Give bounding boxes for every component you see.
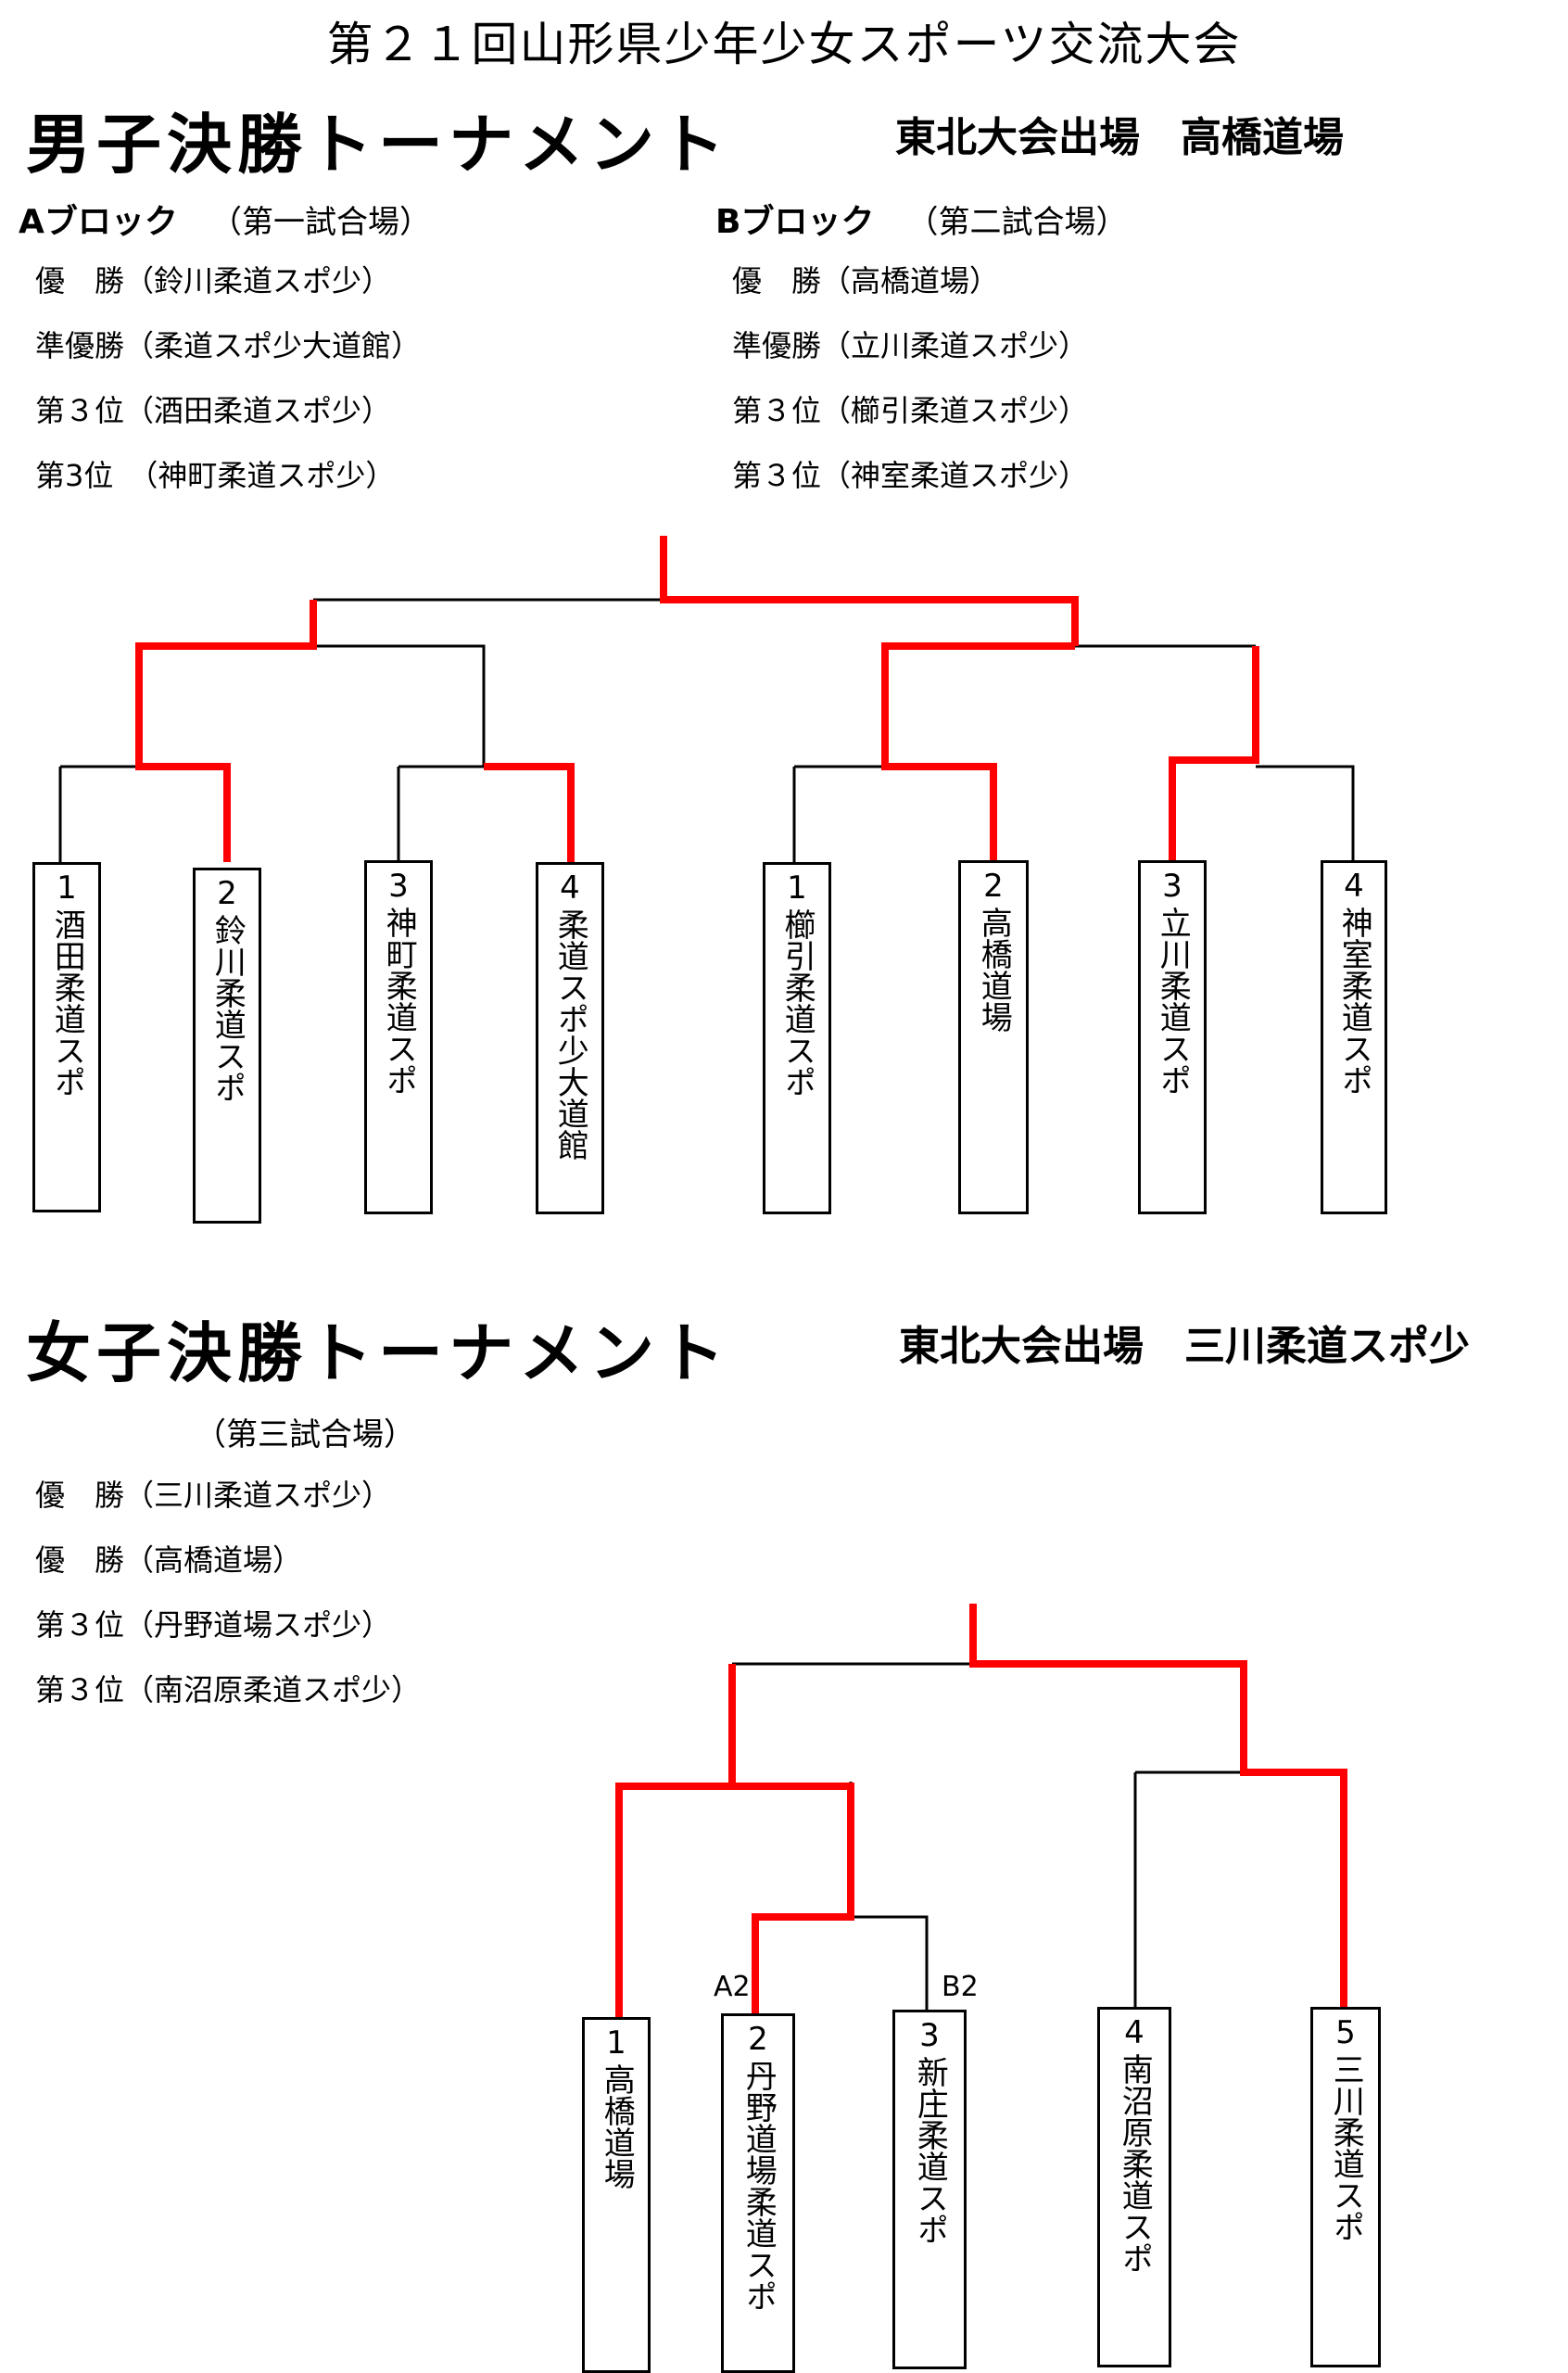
block-b-result-2: 準優勝（立川柔道スポ少） <box>732 328 1089 363</box>
block-b-header: Bブロック （第二試合場） <box>715 195 1128 243</box>
girls-result-4: 第３位（南沼原柔道スポ少） <box>35 1672 422 1707</box>
girls-team-box-1: 1 高橋道場 <box>582 2017 651 2373</box>
team-name: 丹野道場柔道スポ <box>740 2059 778 2312</box>
girls-team-1: 1 高橋道場 <box>585 2024 648 2189</box>
boys-bracket-lines <box>58 536 1355 862</box>
boys-team-b1: 1 櫛引柔道スポ <box>765 869 828 1098</box>
team-name: 神室柔道スポ <box>1335 906 1373 1096</box>
girls-team-5: 5 三川柔道スポ <box>1313 2013 1378 2242</box>
boys-team-b2: 2 高橋道場 <box>961 867 1026 1033</box>
boys-team-a4: 4 柔道スポ少大道館 <box>538 869 601 1161</box>
block-b-result-3: 第３位（櫛引柔道スポ少） <box>732 393 1089 428</box>
team-name: 新庄柔道スポ <box>911 2055 949 2245</box>
team-name: 鈴川柔道スポ <box>209 913 247 1103</box>
team-seed: 2 <box>983 868 1004 905</box>
team-seed: 3 <box>388 868 409 905</box>
team-seed: 1 <box>787 869 807 907</box>
team-name: 高橋道場 <box>598 2062 636 2189</box>
girls-result-2: 優 勝（高橋道場） <box>35 1542 303 1578</box>
boys-bracket-winner-lines <box>135 536 1259 862</box>
team-name: 三川柔道スポ <box>1327 2052 1365 2242</box>
team-seed: 4 <box>1124 2014 1144 2051</box>
team-name: 立川柔道スポ <box>1154 906 1192 1096</box>
boys-team-box-b3: 3 立川柔道スポ <box>1138 860 1207 1214</box>
boys-team-b4: 4 神室柔道スポ <box>1323 867 1385 1096</box>
girls-team-4: 4 南沼原柔道スポ <box>1100 2013 1169 2274</box>
block-a-label: Aブロック <box>19 203 178 241</box>
tag-a2: A2 <box>714 1971 751 2003</box>
girls-bracket-black-lines <box>732 1662 1244 2010</box>
boys-heading: 男子決勝トーナメント <box>26 107 730 183</box>
team-name: 酒田柔道スポ <box>48 907 86 1098</box>
team-name: 神町柔道スポ <box>380 906 418 1096</box>
block-b-label: Bブロック <box>715 203 875 241</box>
boys-team-box-a1: 1 酒田柔道スポ <box>32 862 101 1212</box>
girls-venue: （第三試合場） <box>195 1416 415 1453</box>
block-a-result-2: 準優勝（柔道スポ少大道館） <box>35 328 422 363</box>
block-b-result-4: 第３位（神室柔道スポ少） <box>732 458 1089 493</box>
girls-result-3: 第３位（丹野道場スポ少） <box>35 1607 392 1643</box>
boys-bracket-black-lines <box>58 598 1355 862</box>
block-a-venue: （第一試合場） <box>209 204 431 241</box>
block-a-result-3: 第３位（酒田柔道スポ少） <box>35 393 392 428</box>
girls-team-box-4: 4 南沼原柔道スポ <box>1097 2007 1171 2367</box>
girls-team-2: 2 丹野道場柔道スポ <box>724 2020 792 2312</box>
team-seed: 2 <box>217 875 237 912</box>
girls-team-3: 3 新庄柔道スポ <box>895 2016 964 2245</box>
boys-team-box-a2: 2 鈴川柔道スポ <box>193 868 261 1224</box>
team-name: 南沼原柔道スポ <box>1116 2052 1154 2274</box>
block-a-result-1: 優 勝（鈴川柔道スポ少） <box>35 263 392 298</box>
tag-b2: B2 <box>942 1971 979 2003</box>
team-seed: 3 <box>1162 868 1182 905</box>
team-seed: 4 <box>560 869 580 907</box>
boys-representative: 東北大会出場 高橋道場 <box>895 114 1344 161</box>
girls-team-box-3: 3 新庄柔道スポ <box>892 2010 967 2369</box>
girls-bracket-winner-lines <box>615 1604 1347 2017</box>
team-seed: 5 <box>1335 2014 1356 2051</box>
event-title: 第２１回山形県少年少女スポーツ交流大会 <box>326 18 1242 71</box>
girls-heading: 女子決勝トーナメント <box>26 1315 730 1391</box>
boys-team-box-b4: 4 神室柔道スポ <box>1321 860 1387 1214</box>
girls-result-1: 優 勝（三川柔道スポ少） <box>35 1478 392 1513</box>
team-seed: 3 <box>919 2017 940 2054</box>
block-b-venue: （第二試合場） <box>906 204 1128 241</box>
block-a-header: Aブロック （第一試合場） <box>19 195 431 243</box>
girls-team-box-5: 5 三川柔道スポ <box>1310 2007 1381 2367</box>
boys-team-box-b1: 1 櫛引柔道スポ <box>763 862 831 1214</box>
boys-team-box-a4: 4 柔道スポ少大道館 <box>536 862 604 1214</box>
team-seed: 1 <box>606 2024 626 2062</box>
boys-team-a3: 3 神町柔道スポ <box>367 867 430 1096</box>
team-seed: 2 <box>748 2021 768 2058</box>
boys-team-b3: 3 立川柔道スポ <box>1141 867 1204 1096</box>
team-seed: 1 <box>57 869 77 907</box>
team-name: 高橋道場 <box>975 906 1013 1033</box>
team-name: 櫛引柔道スポ <box>778 907 816 1098</box>
block-b-result-1: 優 勝（高橋道場） <box>732 263 1000 298</box>
girls-team-box-2: 2 丹野道場柔道スポ <box>721 2013 795 2373</box>
boys-team-a2: 2 鈴川柔道スポ <box>196 874 259 1103</box>
team-seed: 4 <box>1344 868 1364 905</box>
girls-representative: 東北大会出場 三川柔道スポ少 <box>899 1323 1470 1370</box>
boys-team-a1: 1 酒田柔道スポ <box>35 869 98 1098</box>
boys-team-box-a3: 3 神町柔道スポ <box>364 860 433 1214</box>
block-a-result-4: 第3位 （神町柔道スポ少） <box>35 458 396 493</box>
team-name: 柔道スポ少大道館 <box>551 907 589 1161</box>
boys-team-box-b2: 2 高橋道場 <box>958 860 1029 1214</box>
